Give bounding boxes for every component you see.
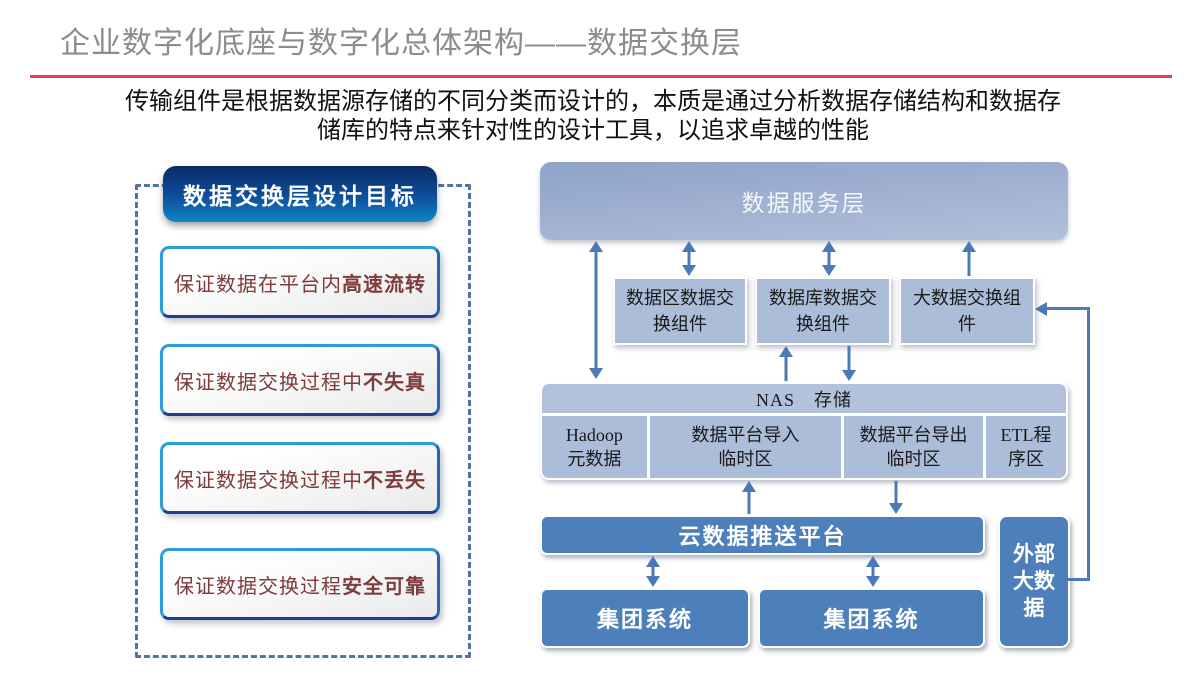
goal-item-no-distortion: 保证数据交换过程中不失真 bbox=[160, 344, 440, 416]
goal-item-emphasis: 不丢失 bbox=[363, 469, 426, 492]
goal-item-text: 保证数据交换过程中 bbox=[174, 469, 363, 492]
goal-item-text: 保证数据交换过程 bbox=[174, 575, 342, 598]
arrow-cloud-group1-icon bbox=[645, 556, 660, 587]
box-group-system-2: 集团系统 bbox=[758, 588, 985, 648]
arrow-service-dataarea-icon bbox=[681, 241, 696, 276]
box-dataarea-exchange-component: 数据区数据交 换组件 bbox=[613, 277, 747, 345]
goals-header: 数据交换层设计目标 bbox=[163, 166, 437, 222]
arrow-service-nas-icon bbox=[588, 241, 603, 379]
connector-external-bigdata-top bbox=[1046, 307, 1090, 310]
nas-storage-cells: Hadoop 元数据 数据平台导入 临时区 数据平台导出 临时区 ETL程 序区 bbox=[542, 416, 1066, 478]
cell-etl-program-area: ETL程 序区 bbox=[985, 416, 1066, 478]
arrow-cloud-group2-icon bbox=[865, 556, 880, 587]
goal-item-emphasis: 不失真 bbox=[363, 371, 426, 394]
nas-storage-title: NAS 存储 bbox=[542, 384, 1066, 413]
box-group-system-1: 集团系统 bbox=[540, 588, 750, 648]
goal-item-secure-reliable: 保证数据交换过程安全可靠 bbox=[160, 548, 440, 620]
cell-platform-export-staging: 数据平台导出 临时区 bbox=[844, 416, 983, 478]
intro-line-2: 储库的特点来针对性的设计工具，以追求卓越的性能 bbox=[317, 118, 869, 144]
connector-external-bigdata-horizontal bbox=[1068, 578, 1090, 581]
goal-item-emphasis: 高速流转 bbox=[342, 273, 426, 296]
intro-line-1: 传输组件是根据数据源存储的不同分类而设计的，本质是通过分析数据存储结构和数据存 bbox=[125, 89, 1061, 115]
box-database-exchange-component: 数据库数据交 换组件 bbox=[755, 277, 891, 345]
arrow-cloud-to-import-icon bbox=[741, 481, 756, 514]
cell-hadoop-metadata: Hadoop 元数据 bbox=[542, 416, 647, 478]
arrow-bigdata-to-service-icon bbox=[961, 241, 976, 276]
page-title: 企业数字化底座与数字化总体架构——数据交换层 bbox=[60, 27, 742, 60]
goal-item-fast-transfer: 保证数据在平台内高速流转 bbox=[160, 246, 440, 318]
title-divider bbox=[30, 75, 1172, 78]
goal-item-emphasis: 安全可靠 bbox=[342, 575, 426, 598]
box-external-bigdata: 外部 大数 据 bbox=[998, 515, 1070, 648]
box-data-service-layer: 数据服务层 bbox=[540, 162, 1068, 240]
box-cloud-data-push-platform: 云数据推送平台 bbox=[540, 515, 985, 555]
arrow-export-to-cloud-icon bbox=[888, 481, 903, 514]
connector-external-bigdata-vertical bbox=[1087, 307, 1090, 581]
goal-item-text: 保证数据交换过程中 bbox=[174, 371, 363, 394]
box-nas-storage: NAS 存储 Hadoop 元数据 数据平台导入 临时区 数据平台导出 临时区 … bbox=[540, 382, 1068, 480]
arrow-nas-to-database-icon bbox=[778, 346, 793, 381]
arrow-service-database-icon bbox=[821, 241, 836, 276]
goal-item-text: 保证数据在平台内 bbox=[174, 273, 342, 296]
box-bigdata-exchange-component: 大数据交换组 件 bbox=[899, 277, 1035, 345]
connector-arrowhead-left-icon bbox=[1035, 301, 1047, 316]
goal-item-no-loss: 保证数据交换过程中不丢失 bbox=[160, 442, 440, 514]
intro-paragraph: 传输组件是根据数据源存储的不同分类而设计的，本质是通过分析数据存储结构和数据存 … bbox=[0, 88, 1186, 146]
cell-platform-import-staging: 数据平台导入 临时区 bbox=[649, 416, 842, 478]
arrow-database-to-nas-icon bbox=[841, 346, 856, 381]
